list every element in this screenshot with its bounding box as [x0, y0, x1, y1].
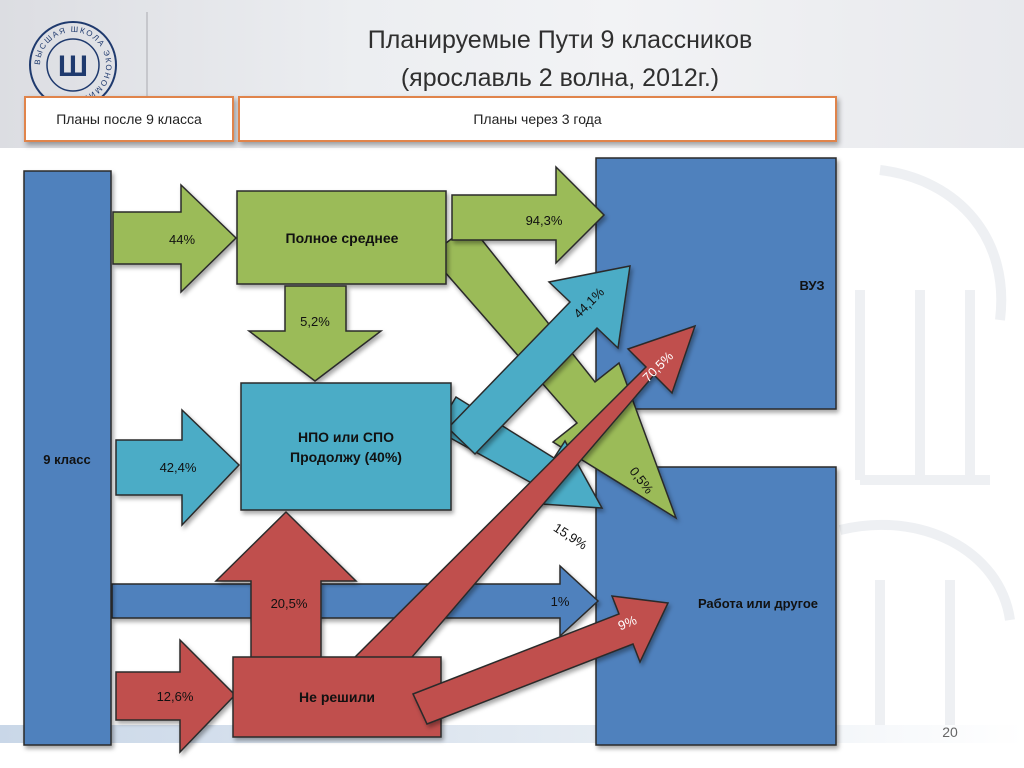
flow-label-20-5: 20,5% — [271, 596, 308, 611]
flow-label-44: 44% — [169, 232, 195, 247]
arrow-undecided-to-university — [338, 324, 697, 708]
arrow-to-full-secondary — [112, 183, 238, 294]
watermark-emblem — [838, 165, 1015, 730]
slide-title-line-2: (ярославль 2 волна, 2012г.) — [400, 64, 720, 92]
flow-label-15-9: 15,9% — [551, 520, 590, 553]
flow-label-94-3: 94,3% — [526, 213, 563, 228]
flow-label-5-2: 5,2% — [300, 314, 330, 329]
work-other-label: Работа или другое — [698, 596, 818, 611]
undecided-label: Не решили — [299, 689, 375, 705]
slide-title-line-1: Планируемые Пути 9 классников — [367, 26, 753, 54]
header-divider — [146, 12, 148, 98]
grade9-label: 9 класс — [43, 452, 90, 467]
full-secondary-label: Полное среднее — [286, 230, 399, 246]
page-number: 20 — [942, 724, 958, 740]
arrow-full-to-university — [451, 165, 606, 265]
university-box — [595, 157, 837, 410]
flow-label-12-6: 12,6% — [157, 689, 194, 704]
undecided-box — [232, 656, 442, 738]
flow-label-1: 1% — [551, 594, 570, 609]
arrow-undecided-to-npo — [214, 510, 358, 659]
arrow-full-to-npo — [246, 285, 384, 382]
arrow-to-work-direct — [111, 564, 600, 638]
npo-spo-box — [240, 382, 452, 511]
full-secondary-box — [236, 190, 447, 285]
plans-after-9th-label: Планы после 9 класса — [24, 96, 234, 142]
plans-in-3-years-label: Планы через 3 года — [238, 96, 837, 142]
logo-mark: Ш — [58, 50, 88, 83]
arrow-npo-to-university — [446, 265, 631, 456]
hse-logo: ВЫСШАЯ ШКОЛА ЭКОНОМИКИ Ш — [29, 21, 117, 109]
university-label: ВУЗ — [799, 278, 824, 293]
arrow-to-undecided — [115, 638, 237, 754]
arrow-to-npo-spo — [115, 408, 241, 527]
arrow-undecided-to-work — [411, 595, 670, 725]
flow-label-9: 9% — [616, 612, 639, 633]
flow-label-42-4: 42,4% — [160, 460, 197, 475]
npo-spo-label-line2: Продолжу (40%) — [290, 449, 402, 465]
grade9-bar — [23, 170, 112, 746]
npo-spo-label-line1: НПО или СПО — [298, 429, 394, 445]
